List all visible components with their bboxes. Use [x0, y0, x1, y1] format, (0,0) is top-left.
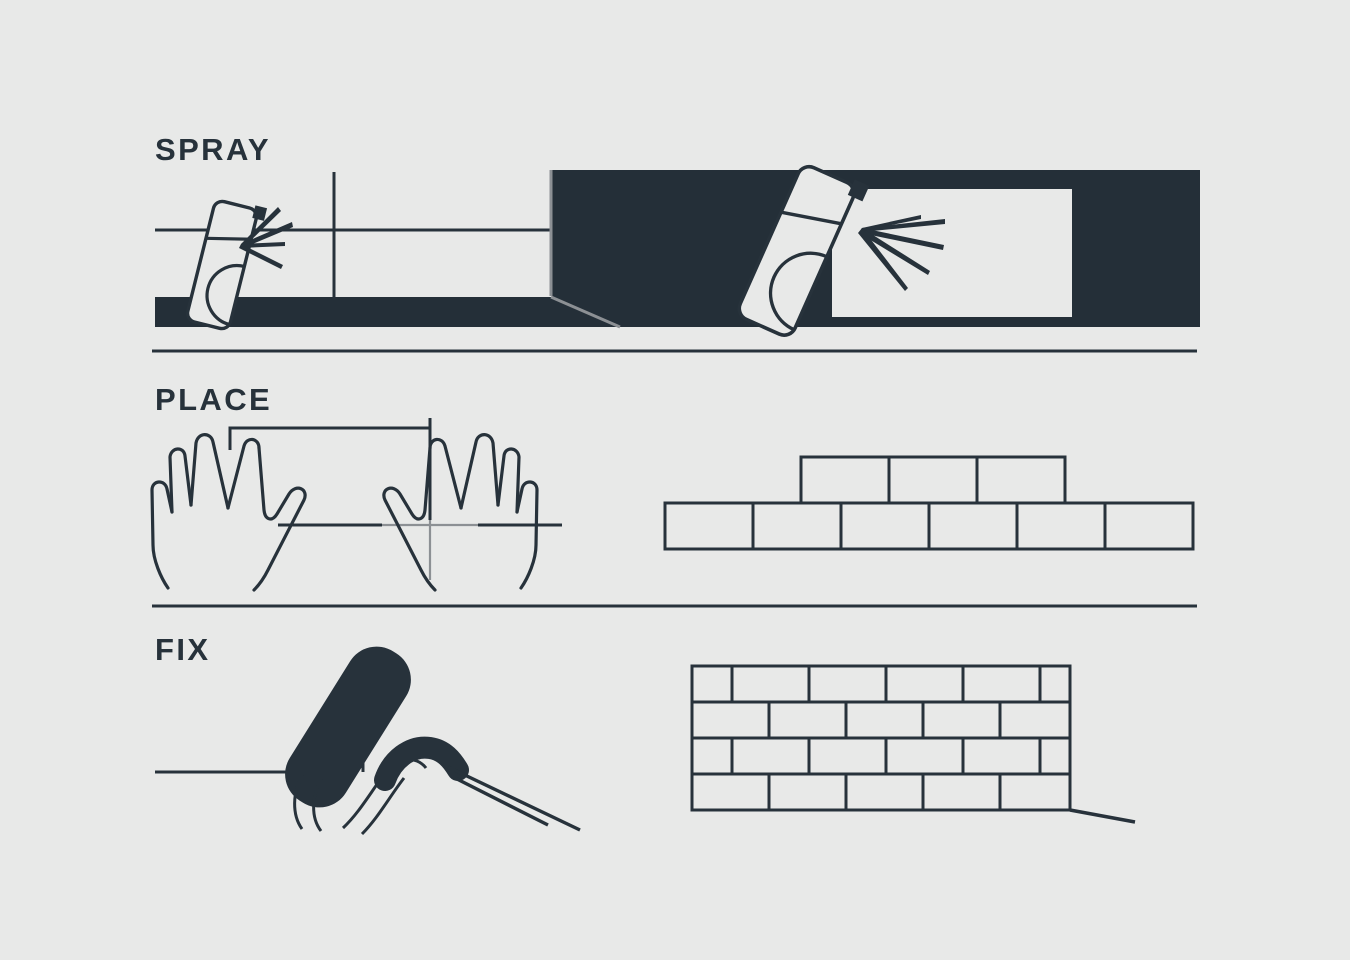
right-hand-finger-ring — [496, 447, 521, 514]
fix-roller-wire-2 — [312, 778, 324, 832]
place-brick-bottom-2 — [751, 501, 843, 551]
fix-brick-r2-c2 — [844, 700, 925, 740]
fix-brick-r4-c3 — [921, 772, 1002, 812]
fix-brick-r1-c5 — [1038, 664, 1072, 704]
fix-brick-r1-c2 — [807, 664, 888, 704]
place-brick-bottom-3 — [839, 501, 931, 551]
spray-ray-left-2 — [241, 222, 293, 248]
section-spray: SPRAY — [152, 132, 1200, 353]
right-hand-finger-index — [428, 437, 463, 510]
left-hand-finger-pinky-and-outer-palm — [150, 480, 174, 590]
fix-brick-r2-c3 — [921, 700, 1002, 740]
fix-roller-wire-1 — [293, 774, 305, 830]
place-brick-bottom-1 — [663, 501, 755, 551]
spray-can-left-logo-arc — [205, 263, 245, 327]
place-title: PLACE — [155, 382, 272, 417]
spray-ray-left-4 — [239, 244, 283, 269]
spray-rays-right — [858, 215, 945, 291]
place-brick-top-1 — [799, 455, 891, 505]
section-place: PLACE — [150, 382, 1197, 608]
fix-handle-grip — [374, 736, 469, 791]
fix-brick-r2-c1 — [767, 700, 848, 740]
fix-roller-frame-wires — [293, 774, 324, 832]
spray-inner-rect — [832, 189, 1072, 317]
spray-can-right-body — [737, 164, 856, 337]
fix-brick-r3-c1 — [730, 736, 811, 776]
fix-brick-r4-c0 — [690, 772, 771, 812]
section-fix: FIX — [155, 632, 1136, 836]
spray-ray-right-4 — [858, 228, 908, 291]
spray-can-left-band — [205, 236, 252, 241]
fix-brick-r4-c4 — [998, 772, 1072, 812]
fix-brick-r2-c4 — [998, 700, 1072, 740]
fix-brick-r3-c5 — [1038, 736, 1072, 776]
spray-ray-right-1 — [862, 219, 945, 232]
place-brick-bottom-5 — [1015, 501, 1107, 551]
fix-brick-r3-c4 — [961, 736, 1042, 776]
spray-ray-right-5 — [862, 215, 921, 231]
right-hand-finger-pinky-and-outer-palm — [515, 480, 539, 590]
fix-ground-diagonal — [1069, 808, 1136, 824]
place-brick-bottom-6 — [1103, 501, 1195, 551]
right-hand-thumb-and-palm — [382, 446, 437, 592]
spray-panel-diagonal — [550, 295, 621, 329]
spray-rays-left — [239, 207, 293, 269]
fix-roller-drum — [285, 646, 411, 808]
spray-can-right-nozzle — [847, 179, 870, 202]
spray-can-right — [737, 164, 870, 337]
place-brick-top-2 — [887, 455, 979, 505]
left-hand-finger-middle — [189, 433, 230, 510]
fix-handle-inner-rod-2 — [360, 777, 406, 836]
left-hand — [150, 433, 307, 592]
place-brick-top-3 — [975, 455, 1067, 505]
fix-brick-r3-c2 — [807, 736, 888, 776]
fix-handle-rod-long-2 — [454, 776, 549, 827]
spray-ray-left-3 — [241, 242, 285, 248]
place-dimension-bracket — [228, 426, 430, 450]
spray-can-left — [185, 199, 268, 331]
fix-handle-rod-long-1 — [447, 765, 581, 832]
fix-brick-r1-c1 — [730, 664, 811, 704]
fix-brick-r4-c1 — [767, 772, 848, 812]
fix-brick-r1-c0 — [690, 664, 734, 704]
fix-roller-drum-body — [285, 646, 411, 808]
fix-brick-r3-c3 — [884, 736, 965, 776]
fix-title: FIX — [155, 632, 210, 667]
spray-can-right-band — [780, 210, 842, 226]
spray-ray-right-3 — [859, 228, 930, 275]
spray-ray-right-2 — [861, 228, 944, 250]
fix-brick-r3-c0 — [690, 736, 734, 776]
spray-can-left-body — [185, 199, 259, 331]
left-hand-finger-ring — [168, 447, 193, 514]
fix-brick-r4-c2 — [844, 772, 925, 812]
fix-brick-r1-c4 — [961, 664, 1042, 704]
right-hand-finger-middle — [459, 433, 500, 510]
fix-brick-wall — [690, 664, 1072, 812]
right-hand — [382, 433, 539, 592]
spray-can-left-nozzle — [252, 205, 268, 221]
spray-can-right-logo-arc — [768, 251, 828, 332]
spray-title: SPRAY — [155, 132, 271, 167]
left-hand-thumb-and-palm — [252, 446, 307, 592]
fix-brick-r1-c3 — [884, 664, 965, 704]
place-brick-stack — [663, 455, 1195, 551]
left-hand-finger-index — [226, 437, 261, 510]
fix-brick-r2-c0 — [690, 700, 771, 740]
place-brick-bottom-4 — [927, 501, 1019, 551]
spray-ray-left-1 — [241, 207, 281, 247]
